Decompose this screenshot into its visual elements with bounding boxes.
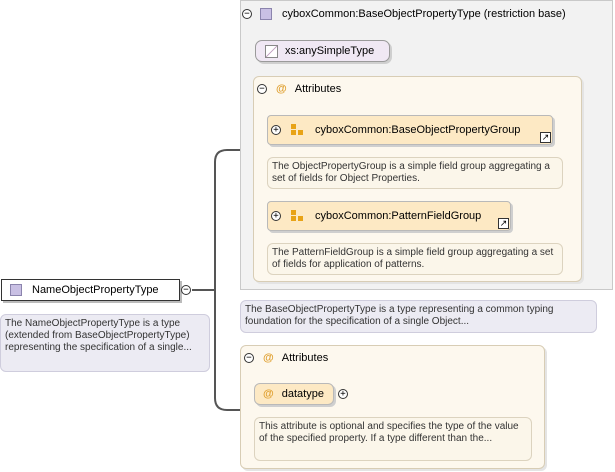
root-description: The NameObjectPropertyType is a type (ex… — [0, 314, 210, 372]
root-type-name: NameObjectPropertyType — [32, 284, 159, 296]
base-attributes-label: Attributes — [294, 83, 342, 95]
attribute-name: datatype — [281, 388, 324, 400]
simple-type-pill[interactable]: xs:anySimpleType — [255, 40, 390, 62]
complex-type-icon — [260, 8, 272, 20]
base-type-description: The BaseObjectPropertyType is a type rep… — [240, 300, 597, 333]
attribute-card-datatype[interactable]: @ datatype — [254, 383, 334, 405]
attribute-icon: @ — [276, 83, 287, 95]
attribute-description: This attribute is optional and specifies… — [254, 417, 532, 461]
group-name: cyboxCommon:PatternFieldGroup — [315, 210, 482, 222]
group-description: The PatternFieldGroup is a simple field … — [267, 243, 563, 275]
root-description-text: The NameObjectPropertyType is a type (ex… — [5, 318, 192, 353]
attribute-icon: @ — [263, 388, 274, 400]
simple-type-name: xs:anySimpleType — [285, 45, 375, 57]
base-attributes-toggle[interactable]: − — [257, 84, 267, 94]
link-icon[interactable]: ↗ — [540, 132, 551, 143]
group-description: The ObjectPropertyGroup is a simple fiel… — [267, 157, 563, 189]
own-attributes-label: Attributes — [281, 352, 329, 364]
complex-type-icon — [10, 284, 22, 296]
base-collapse-toggle[interactable]: − — [242, 9, 252, 19]
base-attributes-header: − @ Attributes — [257, 82, 341, 96]
attribute-expand-toggle[interactable]: + — [338, 389, 348, 399]
attribute-description-text: This attribute is optional and specifies… — [259, 421, 519, 444]
root-type-box[interactable]: NameObjectPropertyType — [1, 279, 180, 301]
simple-type-icon — [265, 44, 278, 58]
attribute-group-card[interactable]: + cyboxCommon:BaseObjectPropertyGroup ↗ — [267, 115, 553, 145]
own-attributes-header: − @ Attributes — [244, 351, 328, 365]
group-description-text: The PatternFieldGroup is a simple field … — [272, 247, 554, 270]
connector-branch-vertical — [214, 149, 240, 411]
base-type-header: − cyboxCommon:BaseObjectPropertyType (re… — [242, 6, 612, 22]
group-expand-toggle[interactable]: + — [271, 211, 281, 221]
group-name: cyboxCommon:BaseObjectPropertyGroup — [315, 124, 521, 136]
group-expand-toggle[interactable]: + — [271, 125, 281, 135]
base-type-title: cyboxCommon:BaseObjectPropertyType (rest… — [282, 8, 566, 20]
attribute-group-icon — [291, 124, 305, 136]
attribute-icon: @ — [263, 352, 274, 364]
attribute-group-card[interactable]: + cyboxCommon:PatternFieldGroup ↗ — [267, 201, 511, 231]
attribute-group-icon — [291, 210, 305, 222]
group-description-text: The ObjectPropertyGroup is a simple fiel… — [272, 161, 550, 184]
base-type-description-text: The BaseObjectPropertyType is a type rep… — [245, 304, 554, 327]
own-attributes-toggle[interactable]: − — [244, 353, 254, 363]
link-icon[interactable]: ↗ — [498, 218, 509, 229]
root-collapse-toggle[interactable]: − — [181, 285, 191, 295]
